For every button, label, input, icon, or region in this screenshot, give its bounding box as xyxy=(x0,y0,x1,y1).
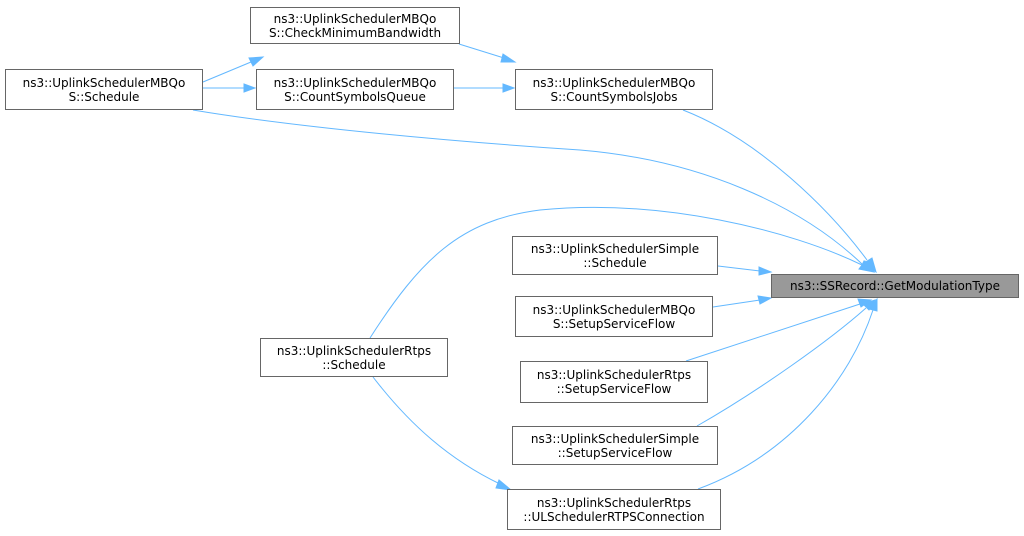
edge-arrowhead xyxy=(243,83,257,93)
node-rtps-ul-scheduler-connection[interactable]: ns3::UplinkSchedulerRtps ::ULSchedulerRT… xyxy=(507,489,721,530)
node-label-line: ns3::UplinkSchedulerRtps xyxy=(536,495,692,510)
edge-mbqos-setup-to-get-modulation-type xyxy=(712,299,761,308)
node-count-symbols-jobs[interactable]: ns3::UplinkSchedulerMBQo S::CountSymbols… xyxy=(515,69,713,110)
node-label-line: ns3::UplinkSchedulerSimple xyxy=(530,431,700,446)
edge-arrowhead xyxy=(500,53,517,63)
node-label-line: ns3::UplinkSchedulerMBQo xyxy=(532,302,696,317)
edge-simple-setup-to-get-modulation-type xyxy=(696,307,867,427)
edge-count-symbols-jobs-to-get-modulation-type xyxy=(682,109,868,261)
node-label-line: S::Schedule xyxy=(68,89,140,104)
edge-rtps-setup-to-get-modulation-type xyxy=(685,303,861,362)
node-label-line: S::CountSymbolsJobs xyxy=(550,89,678,104)
node-label-line: ns3::UplinkSchedulerMBQo xyxy=(22,75,186,90)
edge-arrowhead xyxy=(868,297,878,312)
node-simple-schedule[interactable]: ns3::UplinkSchedulerSimple ::Schedule xyxy=(512,236,718,275)
node-rtps-setup-service-flow[interactable]: ns3::UplinkSchedulerRtps ::SetupServiceF… xyxy=(520,361,708,403)
node-label-line: ::SetupServiceFlow xyxy=(557,445,673,460)
node-label-line: ns3::UplinkSchedulerMBQo xyxy=(273,75,437,90)
edge-simple-schedule-to-get-modulation-type xyxy=(717,265,761,272)
edge-mbqos-schedule-to-check-min-bw xyxy=(202,61,252,83)
edge-mbqos-schedule-to-get-modulation-type xyxy=(192,109,863,265)
edge-arrowhead xyxy=(757,295,773,305)
node-label-line: ns3::UplinkSchedulerRtps xyxy=(536,368,692,382)
node-label-line: ns3::UplinkSchedulerMBQo xyxy=(273,11,437,26)
edge-arrowhead xyxy=(859,260,876,272)
edge-rtps-ul-conn-to-get-modulation-type xyxy=(697,309,874,490)
node-label-line: ns3::SSRecord::GetModulationType xyxy=(790,279,1000,293)
edge-arrowhead xyxy=(502,83,516,93)
node-label-line: ::Schedule xyxy=(322,357,386,372)
node-mbqos-schedule[interactable]: ns3::UplinkSchedulerMBQo S::Schedule xyxy=(5,69,203,110)
edge-rtps-schedule-to-get-modulation-type xyxy=(369,206,863,339)
edge-check-min-bw-to-count-symbols-jobs xyxy=(458,43,505,59)
edge-arrowhead xyxy=(248,56,265,67)
node-get-modulation-type: ns3::SSRecord::GetModulationType xyxy=(771,274,1019,298)
node-label-line: ::Schedule xyxy=(583,255,647,270)
node-label-line: S::CountSymbolsQueue xyxy=(284,89,426,104)
node-label-line: ::SetupServiceFlow xyxy=(556,382,672,396)
node-label-line: ns3::UplinkSchedulerRtps xyxy=(276,343,432,358)
node-check-minimum-bandwidth[interactable]: ns3::UplinkSchedulerMBQo S::CheckMinimum… xyxy=(250,7,460,44)
node-simple-setup-service-flow[interactable]: ns3::UplinkSchedulerSimple ::SetupServic… xyxy=(512,426,718,465)
node-rtps-schedule[interactable]: ns3::UplinkSchedulerRtps ::Schedule xyxy=(260,338,448,377)
node-count-symbols-queue[interactable]: ns3::UplinkSchedulerMBQo S::CountSymbols… xyxy=(256,69,454,110)
edge-rtps-schedule-to-rtps-ul-conn xyxy=(372,376,501,485)
edge-arrowhead xyxy=(495,479,513,491)
node-label-line: S::SetupServiceFlow xyxy=(552,316,676,331)
node-mbqos-setup-service-flow[interactable]: ns3::UplinkSchedulerMBQo S::SetupService… xyxy=(515,296,713,337)
node-label-line: S::CheckMinimumBandwidth xyxy=(268,25,442,40)
node-label-line: ::ULSchedulerRTPSConnection xyxy=(523,509,705,524)
edge-arrowhead xyxy=(758,266,773,276)
node-label-line: ns3::UplinkSchedulerMBQo xyxy=(532,75,696,90)
node-label-line: ns3::UplinkSchedulerSimple xyxy=(530,241,700,256)
